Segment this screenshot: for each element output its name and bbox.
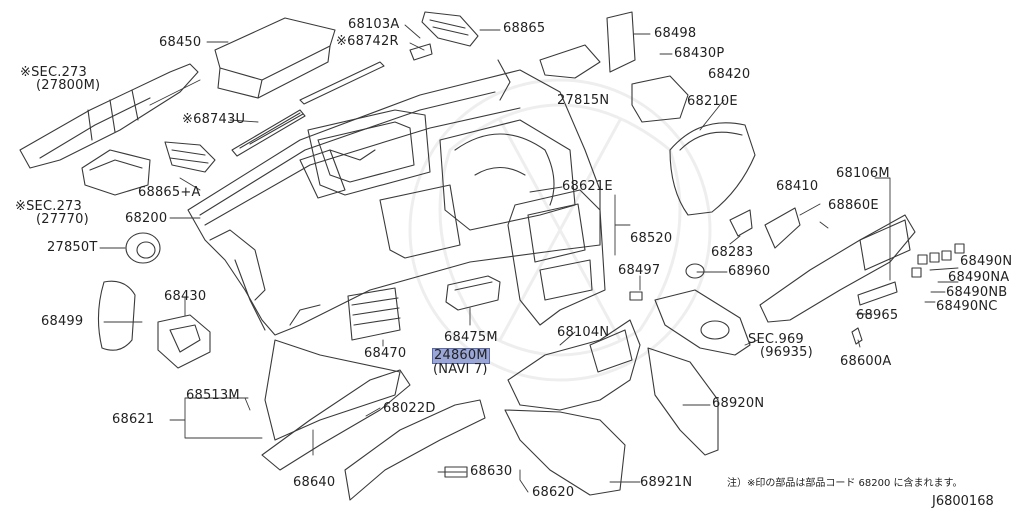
label-68490nc[interactable]: 68490NC	[936, 299, 998, 314]
label-68513m[interactable]: 68513M	[186, 388, 240, 403]
part-27815n	[539, 44, 601, 79]
label-sec273-27770-code: (27770)	[36, 212, 89, 227]
part-68430p	[631, 75, 689, 123]
instrument-panel-68200	[187, 59, 601, 336]
part-sec273-duct	[19, 63, 199, 169]
part-68497	[629, 291, 643, 301]
label-68498[interactable]: 68498	[654, 26, 697, 41]
leader-lines	[99, 24, 959, 493]
label-68742r[interactable]: ※68742R	[336, 34, 399, 49]
label-27850t[interactable]: 27850T	[47, 240, 98, 255]
label-sec969-code: (96935)	[760, 345, 813, 360]
label-68865a[interactable]: 68865+A	[138, 185, 201, 200]
part-68600a	[851, 327, 863, 345]
label-68490na[interactable]: 68490NA	[948, 270, 1010, 285]
label-68490n[interactable]: 68490N	[960, 254, 1013, 269]
label-68965[interactable]: 68965	[856, 308, 899, 323]
part-68921n	[504, 409, 626, 496]
label-24860m[interactable]: 24860M	[432, 348, 490, 364]
label-68200[interactable]: 68200	[125, 211, 168, 226]
part-27850t	[125, 232, 161, 264]
label-sec273-27800m[interactable]: ※SEC.273	[20, 65, 87, 80]
part-68450	[214, 17, 336, 99]
part-68104n	[507, 319, 641, 411]
part-68475m	[445, 275, 501, 311]
part-68920n	[647, 347, 719, 456]
label-68430[interactable]: 68430	[164, 289, 207, 304]
part-68865a	[164, 141, 216, 173]
part-68965	[857, 281, 898, 306]
part-68621-box	[264, 339, 401, 441]
label-68960[interactable]: 68960	[728, 264, 771, 279]
part-68490-switches	[911, 243, 965, 278]
part-68743u	[231, 109, 306, 157]
label-68410[interactable]: 68410	[776, 179, 819, 194]
label-68450[interactable]: 68450	[159, 35, 202, 50]
label-68283[interactable]: 68283	[711, 245, 754, 260]
label-68920n[interactable]: 68920N	[712, 396, 765, 411]
label-68470[interactable]: 68470	[364, 346, 407, 361]
part-68430	[157, 314, 211, 369]
label-68860e[interactable]: 68860E	[828, 198, 879, 213]
part-68103a	[409, 43, 433, 61]
label-68210e[interactable]: 68210E	[687, 94, 738, 109]
label-68921n[interactable]: 68921N	[640, 475, 693, 490]
label-68022d[interactable]: 68022D	[383, 401, 436, 416]
label-68497[interactable]: 68497	[618, 263, 661, 278]
part-68520	[507, 189, 606, 326]
label-68475m[interactable]: 68475M	[444, 330, 498, 345]
label-68621[interactable]: 68621	[112, 412, 155, 427]
label-68621e[interactable]: 68621E	[562, 179, 613, 194]
footnote: 注）※印の部品は部品コード 68200 に含まれます。	[727, 478, 963, 489]
label-68106m[interactable]: 68106M	[836, 166, 890, 181]
label-sec273-27800m-code: (27800M)	[36, 78, 101, 93]
label-68600a[interactable]: 68600A	[840, 354, 892, 369]
label-68640[interactable]: 68640	[293, 475, 336, 490]
part-68470	[347, 287, 401, 341]
label-68630[interactable]: 68630	[470, 464, 513, 479]
label-68865[interactable]: 68865	[503, 21, 546, 36]
label-navi7: (NAVI 7)	[433, 362, 488, 377]
diagram-code: J6800168	[932, 494, 994, 509]
part-68499	[97, 280, 136, 351]
part-68742r	[299, 61, 385, 105]
part-sec969	[654, 289, 751, 356]
label-sec273-27770[interactable]: ※SEC.273	[15, 199, 82, 214]
label-68103a[interactable]: 68103A	[348, 17, 400, 32]
label-27815n[interactable]: 27815N	[557, 93, 610, 108]
label-sec969[interactable]: SEC.969	[748, 332, 804, 347]
part-68410	[764, 207, 801, 249]
part-68960	[685, 263, 705, 279]
part-68498	[606, 11, 636, 73]
label-68490nb[interactable]: 68490NB	[946, 285, 1008, 300]
part-68283	[729, 209, 753, 237]
label-68743u[interactable]: ※68743U	[182, 112, 246, 127]
label-68620[interactable]: 68620	[532, 485, 575, 500]
part-68865	[421, 11, 479, 47]
label-68104n[interactable]: 68104N	[557, 325, 610, 340]
label-68520[interactable]: 68520	[630, 231, 673, 246]
label-68430p[interactable]: 68430P	[674, 46, 725, 61]
part-68106m	[759, 214, 916, 323]
label-68420[interactable]: 68420	[708, 67, 751, 82]
part-sec273-box	[81, 149, 151, 196]
watermark	[408, 78, 712, 382]
part-68420	[669, 122, 756, 216]
label-68499[interactable]: 68499	[41, 314, 84, 329]
